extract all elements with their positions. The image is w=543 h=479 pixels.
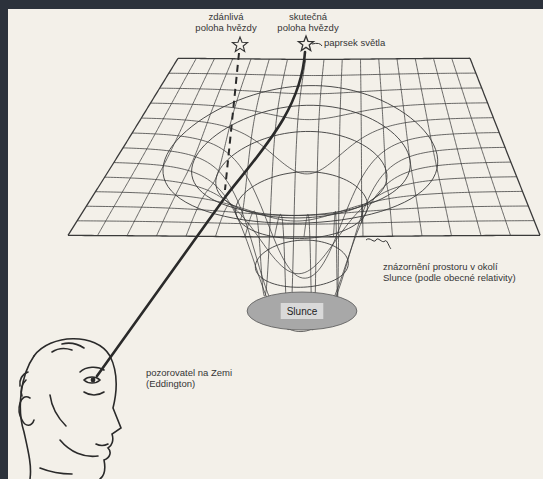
grid-line	[434, 58, 482, 235]
observer-label: pozorovatel na Zemi (Eddington)	[146, 368, 254, 390]
star-label: zdánlivá poloha hvězdy	[193, 12, 259, 34]
space-label: znázornění prostoru v okolí Slunce (podl…	[383, 262, 528, 284]
grid-line	[397, 59, 422, 236]
real-star	[298, 36, 313, 51]
grid-line	[178, 58, 470, 59]
star-label: skutečná poloha hvězdy	[275, 12, 341, 34]
sun-label: Slunce	[284, 306, 321, 317]
grid-line	[334, 59, 343, 298]
grid-line	[68, 58, 178, 235]
grid-line	[77, 221, 534, 225]
ray-tick	[312, 43, 322, 46]
grid-line	[105, 177, 517, 274]
grid-line	[255, 240, 348, 287]
space-grid	[68, 58, 540, 331]
grid-line	[86, 206, 528, 216]
grid-line	[470, 58, 540, 235]
sun-disc: Slunce	[246, 291, 358, 331]
grid-line	[163, 86, 438, 224]
apparent-ray	[225, 53, 239, 190]
grid-line	[275, 59, 306, 329]
grid-line	[68, 235, 540, 237]
grid-line	[169, 73, 476, 75]
grid-line	[96, 191, 523, 221]
grid-line	[160, 88, 482, 94]
grid-line	[236, 172, 368, 239]
leader-squiggle	[366, 239, 391, 249]
ray-label: paprsek světla	[324, 38, 414, 49]
observer-face	[19, 339, 121, 479]
grid-line	[245, 59, 288, 296]
paper-ground	[8, 9, 543, 479]
grid-line	[415, 59, 451, 236]
grid-line	[114, 162, 511, 331]
grid-line	[361, 59, 364, 236]
apparent-star	[232, 37, 247, 52]
grid-line	[304, 59, 324, 330]
